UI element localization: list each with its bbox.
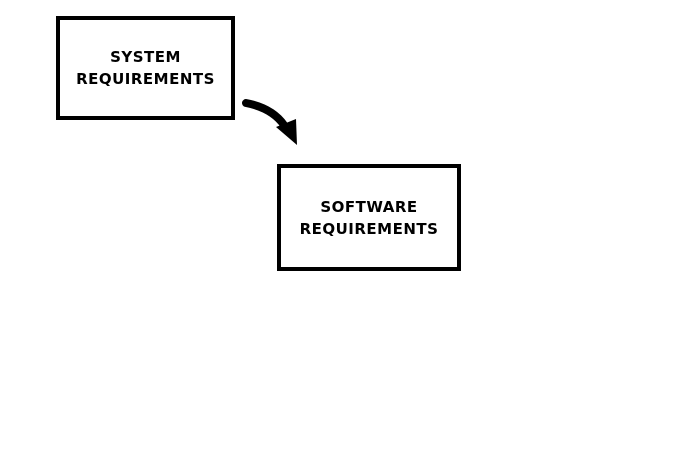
software-requirements-label-line2: REQUIREMENTS [299, 219, 439, 238]
system-requirements-box: SYSTEM REQUIREMENTS [56, 16, 235, 120]
flow-arrow-head [276, 119, 297, 145]
system-requirements-label-line2: REQUIREMENTS [76, 70, 215, 88]
flow-arrow-shaft [242, 99, 288, 129]
software-requirements-box: SOFTWARE REQUIREMENTS [277, 164, 461, 271]
system-requirements-label-line1: SYSTEM [110, 48, 181, 66]
software-requirements-label-line1: SOFTWARE [320, 197, 418, 216]
